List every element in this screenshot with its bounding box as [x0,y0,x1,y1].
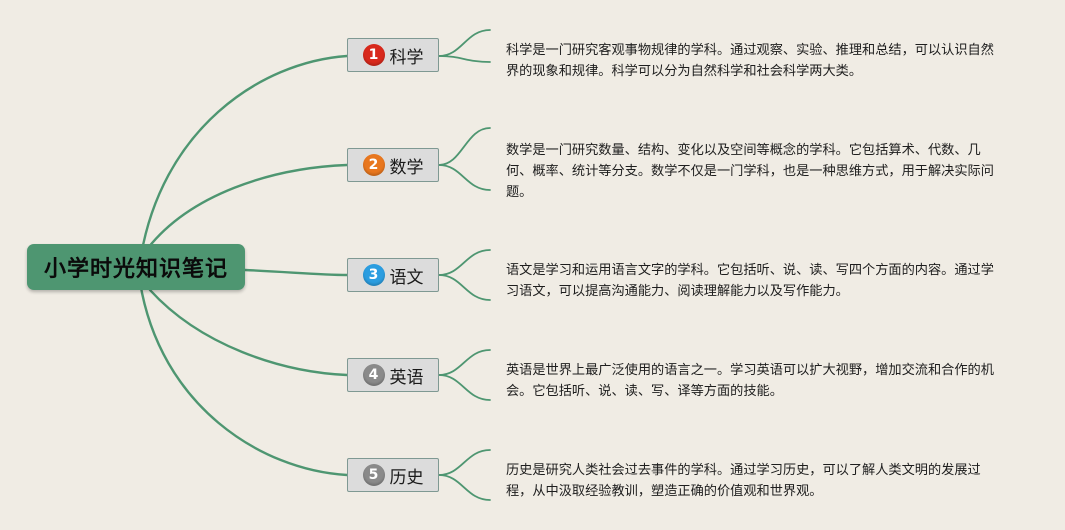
central-topic-title: 小学时光知识笔记 [43,257,228,282]
topic-history-description: 历史是研究人类社会过去事件的学科。通过学习历史，可以了解人类文明的发展过程，从中… [506,463,981,499]
sub-branch-history-lower [438,474,491,501]
topic-science[interactable]: 1 科学 [347,38,439,72]
number-5-icon: 5 [362,464,385,486]
sub-branch-history-upper [438,449,491,476]
topic-history-label: 历史 [389,467,424,488]
topic-english[interactable]: 4 英语 [347,358,439,392]
sub-branch-math-lower [438,164,491,191]
number-3-icon: 3 [362,264,385,286]
branch-science [138,54,349,264]
branch-english [148,288,349,377]
topic-chinese-description: 语文是学习和运用语言文字的学科。它包括听、说、读、写四个方面的内容。通过学习语文… [506,263,994,299]
sub-branch-english-upper [438,349,491,376]
sub-branch-english-lower [438,374,491,401]
branch-history [138,280,349,477]
sub-branch-math-upper [438,127,491,166]
branch-math [146,163,349,250]
topic-science-label: 科学 [389,47,424,68]
central-topic[interactable]: 小学时光知识笔记 [27,244,245,290]
number-1-icon: 1 [362,44,385,66]
topic-science-description: 科学是一门研究客观事物规律的学科。通过观察、实验、推理和总结，可以认识自然界的现… [506,43,994,79]
sub-branch-science-lower [438,55,491,63]
topic-math-description: 数学是一门研究数量、结构、变化以及空间等概念的学科。它包括算术、代数、几何、概率… [506,143,994,200]
topic-english-label: 英语 [389,367,424,388]
topic-chinese-label: 语文 [389,267,424,288]
sub-branch-science-upper [438,29,491,57]
number-2-icon: 2 [362,154,385,176]
sub-branch-chinese-lower [438,274,491,301]
topic-math-label: 数学 [389,157,424,178]
topic-english-description: 英语是世界上最广泛使用的语言之一。学习英语可以扩大视野，增加交流和合作的机会。它… [506,363,994,399]
sub-branch-chinese-upper [438,249,491,276]
branch-chinese [243,268,349,277]
topic-math[interactable]: 2 数学 [347,148,439,182]
number-4-icon: 4 [362,364,385,386]
topic-chinese[interactable]: 3 语文 [347,258,439,292]
topic-history[interactable]: 5 历史 [347,458,439,492]
